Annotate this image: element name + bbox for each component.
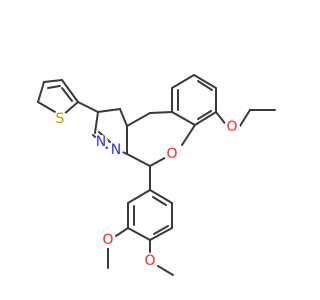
thiophene-sulfur-atom: S	[52, 111, 68, 127]
methoxy-oxygen-atom-left: O	[100, 232, 116, 248]
atom-label-n2: N	[96, 134, 106, 150]
atom-label-o1: O	[166, 146, 177, 162]
pyrazole-nitrogen-atom-2: N	[94, 134, 108, 150]
atom-label-s1: S	[56, 111, 65, 127]
pyrazole-nitrogen-atom-1: N	[109, 142, 123, 158]
atom-label-o2: O	[226, 119, 237, 135]
methoxy-oxygen-atom-right: O	[142, 253, 158, 269]
atom-label-n1: N	[111, 142, 121, 158]
atom-labels: S N N O O O O	[52, 111, 240, 269]
ring-oxygen-atom: O	[164, 146, 180, 162]
atom-label-o3: O	[102, 232, 113, 248]
ethoxy-oxygen-atom: O	[224, 119, 240, 135]
molecule-structure-diagram: S N N O O O O	[37, 74, 276, 276]
bond-lines	[37, 74, 276, 276]
atom-label-o4: O	[144, 253, 155, 269]
